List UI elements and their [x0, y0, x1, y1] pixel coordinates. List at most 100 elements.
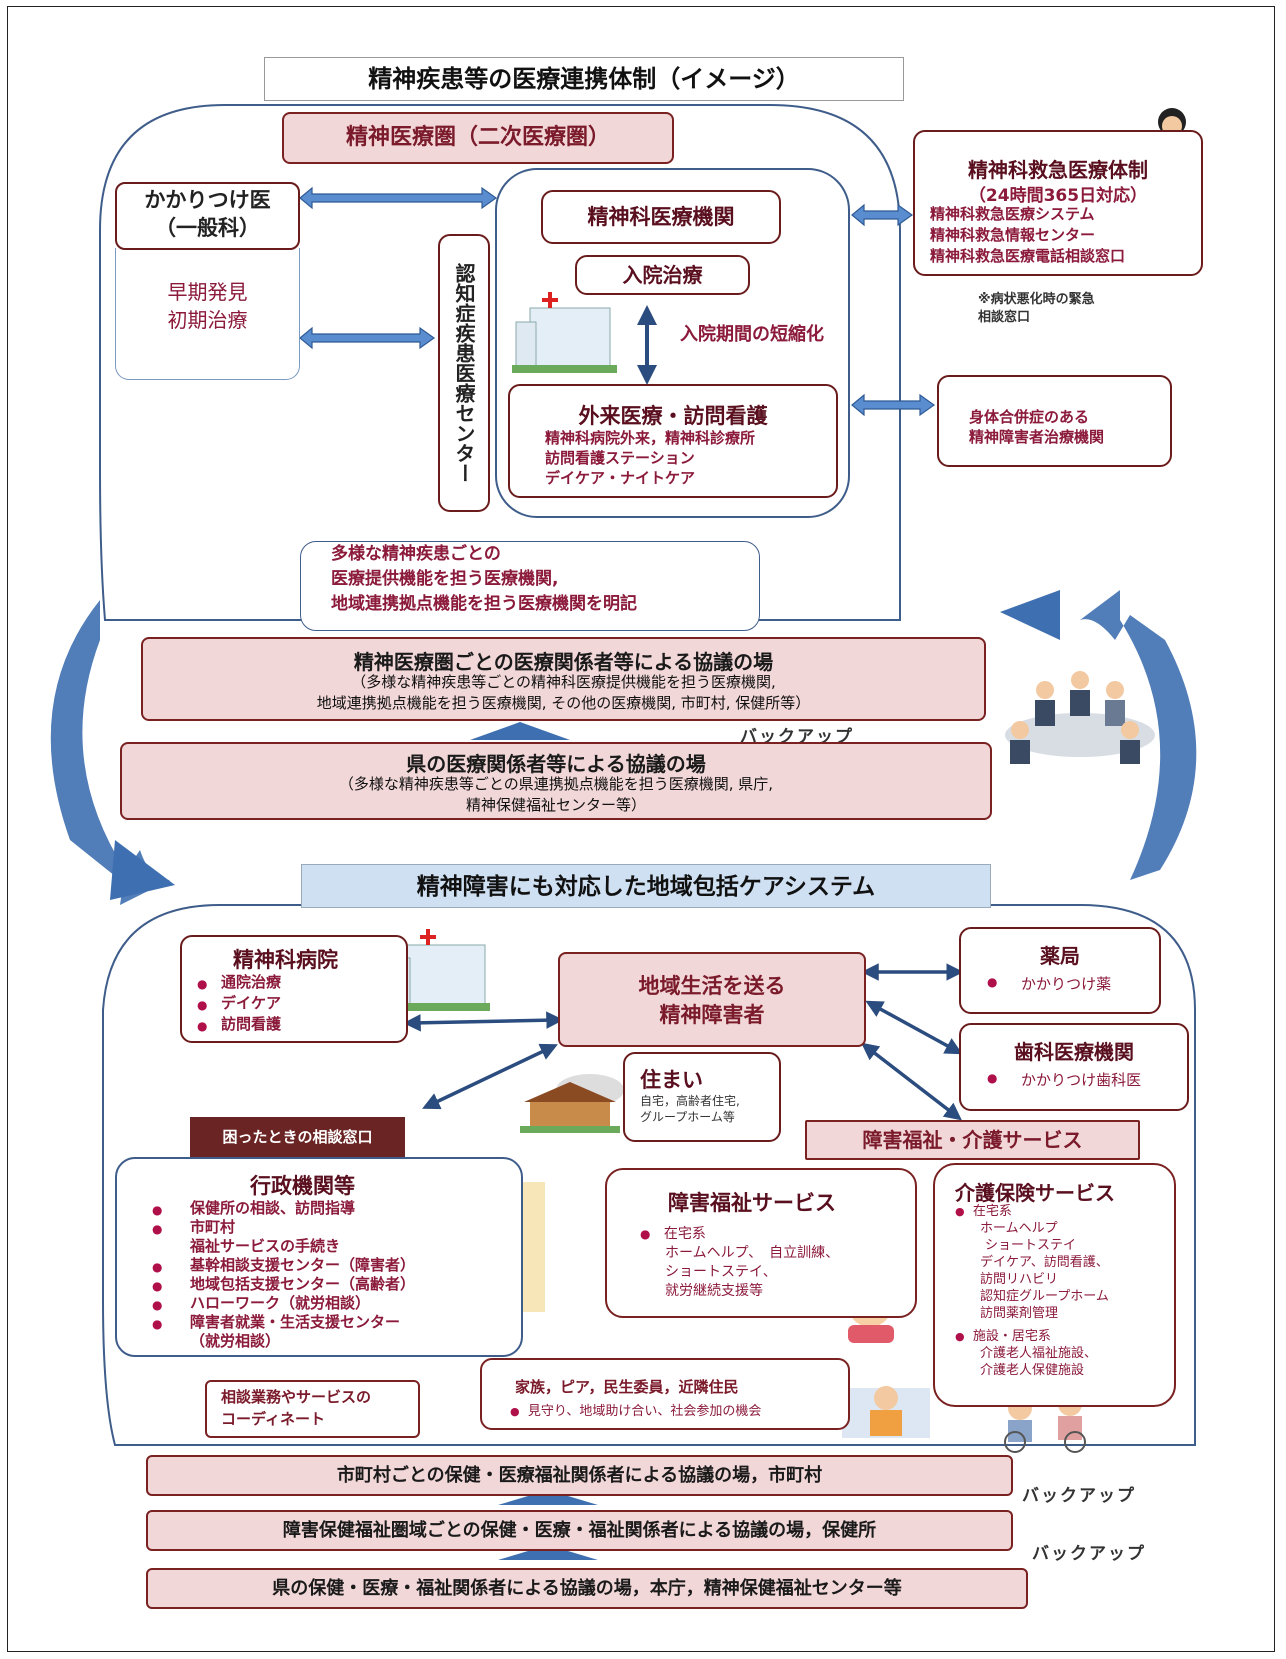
house-illustration [520, 1074, 624, 1133]
disability-line: 就労継続支援等 [665, 1283, 763, 1299]
backup-label-3: バックアップ [1032, 1544, 1146, 1564]
gp-body: 早期発見 初期治療 [115, 248, 300, 380]
psych-institution-box: 精神科医療機関 [541, 190, 781, 244]
dental-box [959, 1023, 1189, 1111]
family-box [480, 1358, 850, 1430]
care-facility-item: 介護老人福祉施設、 [980, 1346, 1098, 1361]
disability-service-title: 障害福祉サービス [668, 1191, 836, 1215]
backup-label-2: バックアップ [1022, 1486, 1136, 1506]
meeting-illustration [1005, 671, 1155, 764]
care-home-item: デイケア、訪問看護、 [980, 1255, 1109, 1270]
admin-title: 行政機関等 [250, 1174, 355, 1198]
care-home-item: 訪問リハビリ [980, 1272, 1059, 1287]
psych-hospital-item: 通院治療 [195, 972, 281, 995]
disability-service-box [605, 1168, 917, 1318]
admin-item: （就労相談） [190, 1332, 281, 1350]
care-service-box [933, 1163, 1176, 1407]
care-facility-label: ● 施設・居宅系 [955, 1329, 1051, 1344]
psych-hospital-item: 訪問看護 [195, 1014, 281, 1037]
care-home-item: ショートステイ [985, 1238, 1077, 1253]
emergency-box [913, 130, 1203, 276]
dental-item: かかりつけ歯科医 [985, 1069, 1141, 1090]
care-home-item: 訪問薬剤管理 [980, 1306, 1059, 1321]
outpatient-physical-arrow [851, 393, 936, 417]
admin-item: ハローワーク（就労相談） [150, 1294, 415, 1315]
admin-item: 基幹相談支援センター（障害者） [150, 1256, 415, 1277]
outpatient-item: 訪問看護ステーション [545, 449, 695, 467]
zone-council-bar: 障害保健福祉圏域ごとの保健・医療・福祉関係者による協議の場，保健所 [146, 1510, 1013, 1551]
admin-item: 福祉サービスの手続き [190, 1237, 341, 1255]
admin-item: 地域包括支援センター（高齢者） [150, 1275, 415, 1296]
housing-title: 住まい [640, 1068, 703, 1092]
municipal-council-bar: 市町村ごとの保健・医療福祉関係者による協議の場，市町村 [146, 1455, 1013, 1496]
care-service-title: 介護保険サービス [955, 1181, 1115, 1205]
community-region [102, 904, 1196, 1446]
pref-council-body: （多様な精神疾患等ごとの県連携拠点機能を担う医療機関, 県庁, 精神保健福祉セン… [338, 775, 774, 814]
psych-emergency-arrow [851, 203, 914, 227]
right-cycle-arrow [1080, 590, 1197, 880]
various-note: 多様な精神疾患ごとの 医療提供機能を担う医療機関, 地域連携拠点機能を担う医療機… [300, 541, 760, 631]
elderly-illustration [842, 1386, 930, 1438]
emergency-item: 精神科救急医療システム [930, 205, 1095, 223]
area-council-body: （多様な精神疾患等ごとの精神科医療提供機能を担う医療機関, 地域連携拠点機能を担… [316, 673, 811, 712]
dental-title: 歯科医療機関 [1014, 1040, 1134, 1064]
disability-line: ● 在宅系 [640, 1226, 706, 1242]
housing-body: 自宅，高齢者住宅, グループホーム等 [640, 1094, 740, 1124]
outpatient-item: デイケア・ナイトケア [545, 469, 696, 487]
emergency-title: 精神科救急医療体制 [968, 158, 1148, 182]
area-council-box [141, 637, 986, 721]
emergency-item: 精神科救急医療電話相談窓口 [930, 247, 1126, 265]
dementia-center-box [438, 234, 490, 512]
shorten-label: 入院期間の短縮化 [680, 324, 824, 345]
gp-title-box [115, 182, 300, 250]
gp-title: かかりつけ医 （一般科） [144, 188, 271, 240]
area-council-title: 精神医療圏ごとの医療関係者等による協議の場 [353, 650, 774, 674]
family-item: ● 見守り、地域助け合い、社会参加の機会 [510, 1404, 762, 1419]
community-title: 精神障害にも対応した地域包括ケアシステム [301, 864, 991, 908]
left-cycle-arrow-head [110, 840, 175, 900]
pharmacy-list: かかりつけ薬 [985, 973, 1111, 994]
disability-line: ショートステイ、 [665, 1264, 777, 1280]
admin-item: 市町村 [150, 1218, 415, 1239]
coordinate-box: 相談業務やサービスの コーディネート [205, 1380, 420, 1438]
backup-triangle-3 [498, 1545, 598, 1560]
psych-hospital-list: 通院治療 デイケア 訪問看護 [195, 972, 281, 1037]
psych-hospital-item: デイケア [195, 993, 281, 1016]
dementia-center-label: 認知症疾患医療センター [452, 263, 476, 483]
inpatient-box: 入院治療 [575, 255, 750, 295]
care-facility-item: 介護老人保健施設 [980, 1363, 1085, 1378]
care-home-item: 認知症グループホーム [980, 1289, 1109, 1304]
physical-box: 身体合併症のある 精神障害者治療機関 [937, 375, 1172, 467]
admin-list: 保健所の相談、訪問指導 市町村 福祉サービスの手続き 基幹相談支援センター（障害… [150, 1199, 415, 1351]
disability-service-body: ● 在宅系 ホームヘルプ、 自立訓練、 ショートステイ、 就労継続支援等 [640, 1225, 839, 1301]
hospital-person-arrow [403, 1011, 564, 1032]
center-person-box: 地域生活を送る 精神障害者 [558, 952, 866, 1047]
medical-area-header: 精神医療圏（二次医療圏） [282, 112, 674, 164]
page-title: 精神疾患等の医療連携体制（イメージ） [264, 57, 904, 101]
welfare-header: 障害福祉・介護サービス [805, 1120, 1140, 1160]
emergency-item: 精神科救急情報センター [930, 226, 1096, 244]
disability-line: ホームヘルプ、 自立訓練、 [665, 1245, 840, 1261]
psych-region-outline [495, 168, 850, 518]
left-cycle-arrow [50, 600, 171, 905]
family-title: 家族，ピア，民生委員，近隣住民 [515, 1378, 739, 1396]
prefecture-council-bar: 県の保健・医療・福祉関係者による協議の場，本庁，精神保健福祉センター等 [146, 1568, 1028, 1609]
backup-triangle-1 [470, 722, 570, 740]
gp-psych-arrow [299, 186, 498, 210]
pref-council-title: 県の医療関係者等による協議の場 [406, 752, 706, 776]
person-dental-arrow [865, 1000, 963, 1055]
admin-item: 保健所の相談、訪問指導 [150, 1199, 415, 1220]
dental-list: かかりつけ歯科医 [985, 1069, 1141, 1090]
right-cycle-arrow-head [1000, 590, 1060, 640]
consult-label: 困ったときの相談窓口 [190, 1117, 405, 1157]
emergency-list: 精神科救急医療システム 精神科救急情報センター 精神科救急医療電話相談窓口 [930, 204, 1125, 267]
emergency-subtitle: （24時間365日対応） [968, 186, 1148, 206]
pharmacy-title: 薬局 [1040, 944, 1080, 968]
backup-triangle-2 [498, 1490, 598, 1505]
outpatient-item: 精神科病院外来，精神科診療所 [545, 429, 756, 447]
pharmacy-box [959, 927, 1161, 1014]
gp-dementia-arrow [299, 326, 436, 350]
outpatient-title: 外来医療・訪問看護 [578, 404, 768, 428]
pref-council-box [120, 742, 992, 820]
care-home-label: ● 在宅系 [955, 1204, 1012, 1219]
